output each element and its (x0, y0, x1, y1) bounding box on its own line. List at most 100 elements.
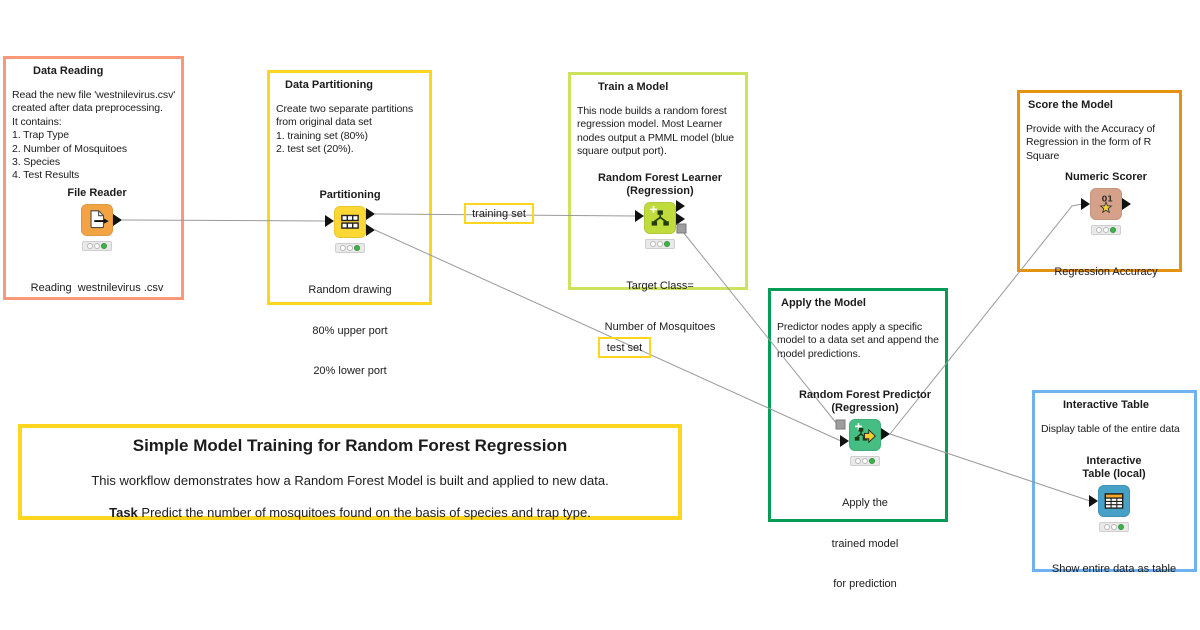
annotation-body-line: model to a data set and append the (777, 334, 939, 347)
annotation-body-line: 2. test set (20%). (276, 143, 354, 156)
annotation-data-reading[interactable]: Data Reading Read the new file 'westnile… (3, 56, 184, 300)
partitioning-input-port[interactable] (325, 215, 334, 227)
scorer-input-port[interactable] (1081, 198, 1090, 210)
node-caption-line: for prediction (833, 578, 897, 590)
learner-model-output-port[interactable] (676, 223, 687, 234)
status-dot-executed (664, 241, 670, 247)
node-partitioning: Partitioning Random drawing 80% upper po… (265, 189, 435, 406)
table-glyph (1104, 493, 1124, 509)
annotation-body-line: 1. training set (80%) (276, 129, 368, 142)
node-caption-line: trained model (831, 537, 899, 550)
connection-predictor-table[interactable] (889, 433, 1091, 502)
svg-text:01: 01 (1102, 193, 1114, 203)
decision-tree-glyph (650, 206, 669, 226)
annotation-score-the-model[interactable]: Score the Model Provide with the Accurac… (1017, 90, 1182, 272)
connection-label-text: test set (606, 341, 643, 354)
scorer-output-port[interactable] (1122, 198, 1131, 210)
node-caption: Random drawing 80% upper port 20% lower … (308, 257, 391, 406)
file-reader-output-port[interactable] (113, 214, 122, 226)
annotation-title: Train a Model (598, 81, 669, 93)
connection-filereader-partitioning[interactable] (121, 219, 327, 222)
annotation-title: Apply the Model (781, 297, 866, 309)
annotation-apply-the-model[interactable]: Apply the Model Predictor nodes apply a … (768, 288, 948, 522)
connection-label-training-set[interactable]: training set (464, 203, 534, 224)
annotation-interactive-table[interactable]: Interactive Table Display table of the e… (1032, 390, 1197, 572)
decision-tree-arrow-glyph (854, 423, 876, 444)
traffic-light (82, 241, 112, 251)
status-dot (657, 241, 663, 247)
predictor-model-input-port[interactable] (835, 419, 846, 430)
status-dot (1104, 524, 1110, 530)
node-file-reader: File Reader Reading westnilevirus .csv (12, 187, 182, 323)
annotation-body-line: 4. Test Results (12, 169, 80, 182)
node-label[interactable]: File Reader (67, 187, 127, 199)
connection-partitioning-learner[interactable] (374, 213, 637, 217)
connection-predictor-scorer[interactable] (889, 203, 1083, 435)
annotation-data-partitioning[interactable]: Data Partitioning Create two separate pa… (267, 70, 432, 305)
annotation-body: Read the new file 'westnilevirus.csv' cr… (6, 89, 181, 183)
annotation-body: Display table of the entire data (1035, 423, 1194, 436)
document-export-glyph (90, 210, 109, 229)
annotation-body-line: Display table of the entire data (1041, 423, 1180, 435)
predictor-output-port[interactable] (881, 428, 890, 440)
node-label[interactable]: Random Forest Learner(Regression) (597, 172, 723, 197)
connection-learner-predictor[interactable] (682, 231, 838, 425)
status-dot (1111, 524, 1117, 530)
annotation-body-line: regression model. Most Learner (577, 118, 723, 131)
status-dot-executed (869, 458, 875, 464)
interactive-table-icon[interactable] (1098, 485, 1130, 517)
connection-label-test-set[interactable]: test set (598, 337, 651, 358)
traffic-light (1091, 225, 1121, 235)
node-label[interactable]: Random Forest Predictor(Regression) (798, 389, 932, 414)
annotation-body-line: 3. Species (12, 156, 61, 169)
learner-input-port[interactable] (635, 210, 644, 222)
status-dot (87, 243, 93, 249)
random-forest-learner-icon[interactable] (644, 202, 676, 234)
numeric-scorer-icon[interactable]: 01 (1090, 188, 1122, 220)
traffic-light (335, 243, 365, 253)
partitioning-output-port-1[interactable] (366, 208, 375, 220)
annotation-body-line: Predictor nodes apply a specific (777, 321, 923, 333)
status-dot-executed (354, 245, 360, 251)
status-dot (1103, 227, 1109, 233)
status-dot (650, 241, 656, 247)
table-rows-glyph (341, 214, 359, 229)
annotation-body-line: created after data preprocessing. (12, 102, 163, 115)
task-text: Predict the number of mosquitoes found o… (137, 505, 591, 520)
node-random-forest-learner: Random Forest Learner(Regression) Target… (575, 172, 745, 361)
annotation-body-line: nodes output a PMML model (blue (577, 131, 735, 144)
annotation-body: This node builds a random forest regress… (571, 105, 745, 159)
partitioning-output-port-2[interactable] (366, 224, 375, 236)
connection-partitioning-predictor[interactable] (374, 229, 842, 442)
node-caption: Apply the trained model for prediction (832, 470, 899, 619)
node-caption: Reading westnilevirus .csv (31, 255, 164, 323)
traffic-light (1099, 522, 1129, 532)
status-dot (94, 243, 100, 249)
annotation-body-line: 1. Trap Type (12, 129, 69, 142)
file-reader-icon[interactable] (81, 204, 113, 236)
status-dot-executed (101, 243, 107, 249)
workflow-subtitle: This workflow demonstrates how a Random … (91, 473, 609, 488)
learner-output-port-1[interactable] (676, 200, 685, 212)
table-input-port[interactable] (1089, 495, 1098, 507)
annotation-workflow-title[interactable]: Simple Model Training for Random Forest … (18, 424, 682, 520)
learner-output-port-2[interactable] (676, 213, 685, 225)
node-caption: Target Class= Number of Mosquitoes (605, 253, 716, 361)
annotation-body-line: It contains: (12, 115, 62, 128)
node-label[interactable]: Partitioning (319, 189, 381, 201)
node-caption-line: Regression Accuracy (1054, 266, 1158, 278)
node-caption-line: Reading westnilevirus .csv (30, 282, 164, 294)
node-label[interactable]: Numeric Scorer (1065, 171, 1147, 183)
predictor-data-input-port[interactable] (840, 435, 849, 447)
node-caption-line: Target Class= (626, 280, 694, 292)
status-dot (855, 458, 861, 464)
node-caption-line: Random drawing (308, 284, 392, 296)
task-label: Task (109, 505, 138, 520)
random-forest-predictor-icon[interactable] (849, 419, 881, 451)
annotation-train-a-model[interactable]: Train a Model This node builds a random … (568, 72, 748, 290)
partitioning-icon[interactable] (334, 206, 366, 238)
annotation-body-line: This node builds a random forest (577, 105, 727, 117)
